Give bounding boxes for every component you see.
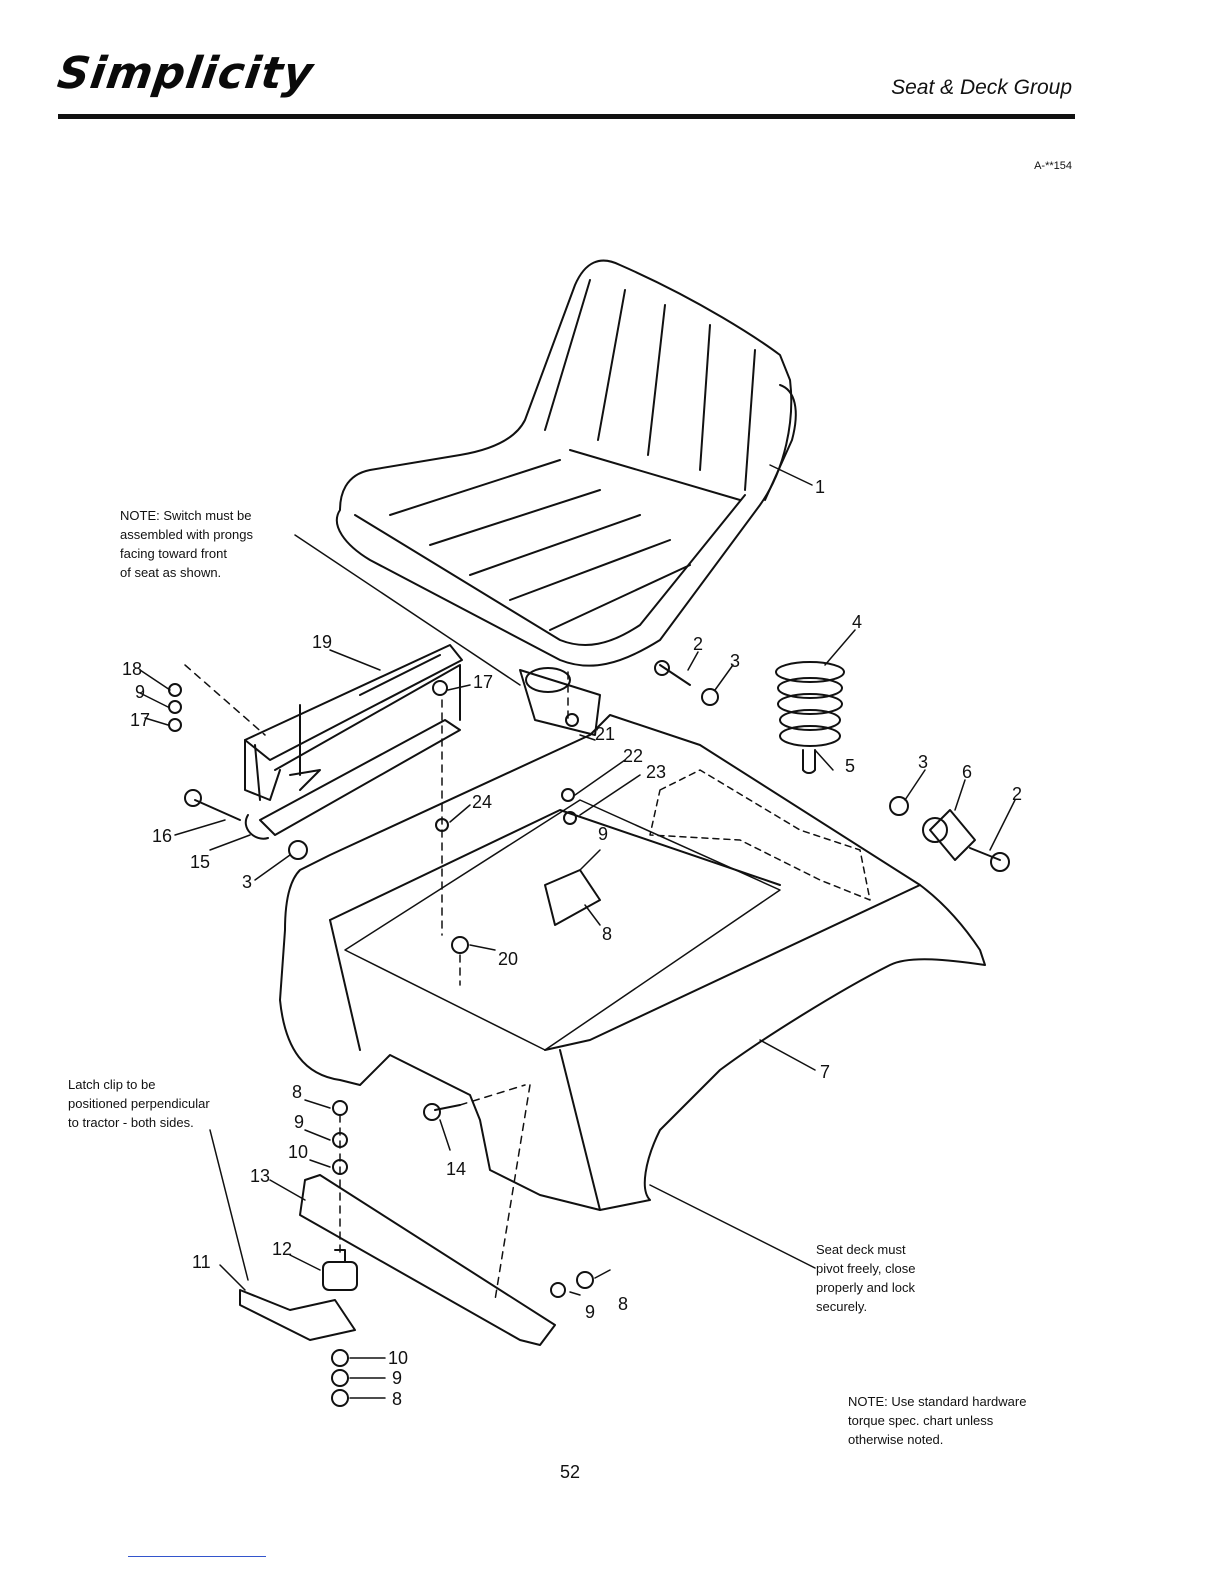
seat-part-1 xyxy=(335,259,797,667)
callout-2-top: 2 xyxy=(693,634,703,654)
bolt-part-14 xyxy=(423,1103,461,1121)
page-number: 52 xyxy=(560,1462,581,1482)
callout-4: 4 xyxy=(852,612,862,632)
callout-19: 19 xyxy=(312,632,332,652)
nut-part-8-upper xyxy=(332,1100,348,1116)
callout-9-right: 9 xyxy=(585,1302,595,1322)
nut-part-3-left xyxy=(288,840,308,860)
callout-3-top: 3 xyxy=(730,651,740,671)
callout-8-right: 8 xyxy=(618,1294,628,1314)
washer-part-10-lower xyxy=(331,1349,349,1367)
note-seat-deck-pivot: Seat deck must pivot freely, close prope… xyxy=(816,1242,916,1314)
callout-21: 21 xyxy=(595,724,615,744)
washer-part-9-left xyxy=(168,700,182,714)
callout-18: 18 xyxy=(122,659,142,679)
plate-part-13 xyxy=(299,1174,556,1346)
callout-14: 14 xyxy=(446,1159,466,1179)
callout-6: 6 xyxy=(962,762,972,782)
hinge-bracket-part-19 xyxy=(244,644,463,801)
bolt-part-17-left xyxy=(168,718,182,732)
callout-8-lower: 8 xyxy=(392,1389,402,1409)
seat-deck-part-7 xyxy=(279,714,986,1211)
nut-part-3-right xyxy=(889,796,909,816)
callout-3-right: 3 xyxy=(918,752,928,772)
bracket-part-6 xyxy=(922,809,976,861)
callout-10-lower: 10 xyxy=(388,1348,408,1368)
callout-1: 1 xyxy=(815,477,825,497)
callout-3-left: 3 xyxy=(242,872,252,892)
callout-2-right: 2 xyxy=(1012,784,1022,804)
callout-23: 23 xyxy=(646,762,666,782)
washer-part-20 xyxy=(451,936,469,954)
callout-13: 13 xyxy=(250,1166,270,1186)
callout-7: 7 xyxy=(820,1062,830,1082)
callout-9-left: 9 xyxy=(135,682,145,702)
callout-20: 20 xyxy=(498,949,518,969)
washer-part-9-lower xyxy=(331,1369,349,1387)
washer-part-22 xyxy=(561,788,575,802)
note-switch-orientation: NOTE: Switch must be assembled with pron… xyxy=(120,508,253,580)
drawing-code: A-**154 xyxy=(1034,160,1072,172)
nut-part-23 xyxy=(563,811,577,825)
callout-24: 24 xyxy=(472,792,492,812)
header-rule xyxy=(58,114,1075,119)
callout-8-mid: 8 xyxy=(602,924,612,944)
callout-11: 11 xyxy=(192,1252,211,1272)
hinge-plate-part-15 xyxy=(244,719,461,840)
callout-9-mid: 9 xyxy=(598,824,608,844)
callout-9-lower: 9 xyxy=(392,1368,402,1388)
callout-10-upper: 10 xyxy=(288,1142,308,1162)
callout-22: 22 xyxy=(623,746,643,766)
callout-17-right: 17 xyxy=(473,672,493,692)
note-torque-spec: NOTE: Use standard hardware torque spec.… xyxy=(848,1394,1027,1447)
callout-5: 5 xyxy=(845,756,855,776)
assembly-lines xyxy=(184,664,569,1301)
section-title: Seat & Deck Group xyxy=(891,76,1072,99)
nut-part-3-top xyxy=(701,688,719,706)
nut-part-8-lower xyxy=(331,1389,349,1407)
mount-part-12 xyxy=(322,1249,358,1291)
callout-8-upper: 8 xyxy=(292,1082,302,1102)
spring-part-4 xyxy=(775,661,845,774)
callout-12: 12 xyxy=(272,1239,292,1259)
switch-part-21 xyxy=(519,667,601,736)
washer-part-9-right xyxy=(550,1282,566,1298)
bolt-part-16 xyxy=(184,789,241,821)
nut-part-18 xyxy=(168,683,182,697)
latch-clip-part-11 xyxy=(239,1289,356,1341)
callout-9-upper: 9 xyxy=(294,1112,304,1132)
nut-part-8-right xyxy=(576,1271,594,1289)
callout-15: 15 xyxy=(190,852,210,872)
leader-lines xyxy=(139,464,1016,1399)
note-latch-clip: Latch clip to be positioned perpendicula… xyxy=(68,1077,210,1130)
callout-16: 16 xyxy=(152,826,172,846)
bolt-part-17-right xyxy=(432,680,448,696)
bolt-part-2-top xyxy=(654,660,691,686)
footer-link-underline[interactable] xyxy=(128,1556,266,1557)
bolt-part-2-right xyxy=(969,847,1010,872)
callout-17-left: 17 xyxy=(130,710,150,730)
